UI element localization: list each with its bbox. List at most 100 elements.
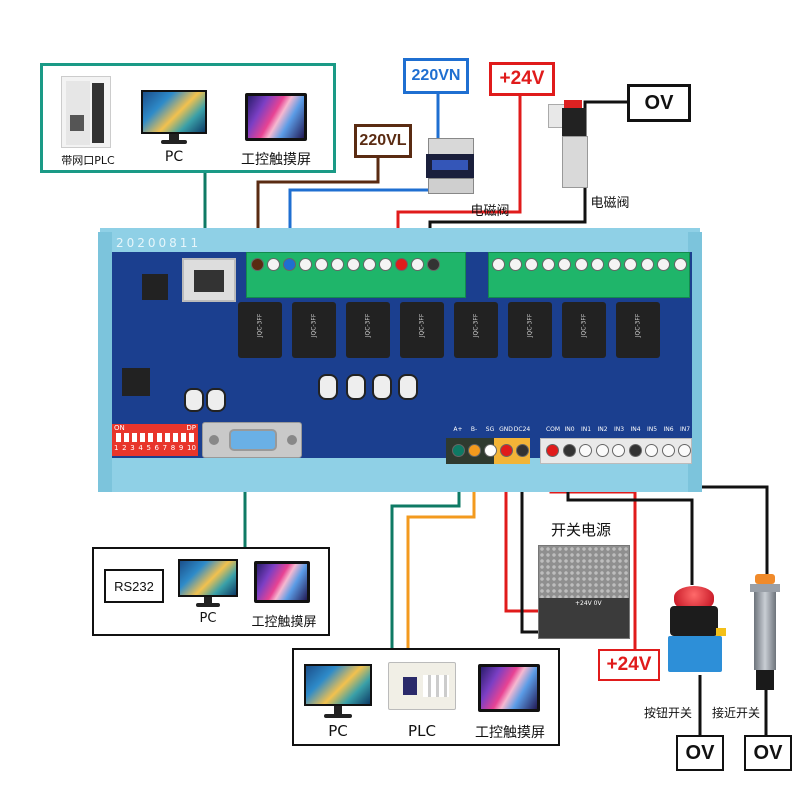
input-terminal-label: IN7 [679,426,691,433]
relay-brand: JQC-3FF [472,313,480,338]
relay-terminal-screw[interactable] [347,258,360,271]
rs485-terminal[interactable] [452,444,465,457]
input-terminal[interactable] [579,444,592,457]
input-terminal-label: IN4 [630,426,641,433]
relay-terminal-screw[interactable] [525,258,538,271]
rs485-terminal-label: SG [485,426,495,433]
tag-ov-proximity: OV [744,735,792,771]
relay-terminal-screw[interactable] [427,258,440,271]
relay-terminal-screw[interactable] [574,258,588,271]
relay-terminal-block-right [488,252,690,298]
relay-brand: JQC-3FF [364,313,372,338]
relay-terminal-screw[interactable] [379,258,392,271]
dip-switch-key[interactable] [172,433,178,442]
input-terminal-label: IN2 [597,426,608,433]
monitor-icon [178,559,238,611]
dip-position-label: 9 [178,444,184,452]
relay-terminal-screw[interactable] [299,258,312,271]
rs485-plc-label: PLC [408,722,436,740]
rs485-touchscreen-label: 工控触摸屏 [475,725,545,741]
ethernet-plc-icon [61,76,111,148]
relay-terminal-screw[interactable] [251,258,264,271]
dip-switch-key[interactable] [116,433,121,442]
relay-terminal-screw[interactable] [591,258,604,271]
ethernet-plc-label: 带网口PLC [61,154,115,167]
dip-switch-key[interactable] [148,433,154,442]
rs485-terminal[interactable] [468,444,481,457]
dip-switch-key[interactable] [188,433,194,442]
dip-position-label: 6 [154,444,160,452]
input-terminal[interactable] [595,444,609,457]
dip-position-label: 3 [130,444,135,452]
relay-terminal-screw[interactable] [411,258,424,271]
relay-terminal-screw[interactable] [624,258,637,271]
rs485-terminal-label: GND [499,426,513,433]
push-button-icon [664,586,726,678]
rs485-terminal-label: A+ [453,426,463,433]
rs485-device-group: PC PLC 工控触摸屏 [292,648,560,746]
input-terminal-label: IN6 [663,426,674,433]
rs485-terminal[interactable] [516,444,529,457]
relay-terminal-screw[interactable] [315,258,328,271]
input-terminal[interactable] [645,444,658,457]
contactor-icon [424,132,478,194]
dip-switch-key[interactable] [140,433,146,442]
solenoid-valve-icon [548,100,592,192]
input-terminal-label: COM [545,426,561,433]
rs232-db9-port[interactable] [202,422,302,458]
relay-terminal-screw[interactable] [267,258,280,271]
proximity-switch-icon [748,574,782,692]
relay-terminal-screw[interactable] [492,258,505,271]
rs485-terminal-label: DC24 [513,426,531,433]
relay-terminal-screw[interactable] [508,258,522,271]
proximity-switch-label: 接近开关 [711,706,760,720]
relay-terminal-screw[interactable] [541,258,555,271]
relay-terminal-screw[interactable] [657,258,670,271]
relay-terminal-screw[interactable] [283,258,296,271]
dip-switch-key[interactable] [164,433,170,442]
plc-icon [388,662,456,710]
push-button-label: 按钮开关 [643,706,692,720]
power-supply-icon: +24V 0V [538,545,630,639]
touchscreen-icon [254,561,310,603]
rs485-terminal[interactable] [484,444,497,457]
relay-terminal-screw[interactable] [673,258,687,271]
relay-terminal-screw[interactable] [331,258,344,271]
rs232-pc-label: PC [199,611,217,626]
relay-terminal-screw[interactable] [363,258,376,271]
relay-brand: JQC-3FF [256,313,264,338]
input-terminal[interactable] [678,444,691,457]
relay: JQC-3FF [562,302,606,358]
relay: JQC-3FF [454,302,498,358]
ethernet-port[interactable] [182,258,236,302]
tag-plus24v-top: +24V [489,62,555,96]
relay-terminal-screw[interactable] [640,258,654,271]
relay-terminal-screw[interactable] [558,258,571,271]
dip-on-label: ON [114,424,125,432]
relay: JQC-3FF [238,302,282,358]
dip-switch-key[interactable] [156,433,162,442]
rs485-terminal[interactable] [500,444,513,457]
wire-220vl [256,158,380,266]
input-terminal[interactable] [562,444,576,457]
input-terminal[interactable] [661,444,675,457]
dip-switch-key[interactable] [132,433,138,442]
relay-terminal-screw[interactable] [395,258,408,271]
input-terminal-label: IN5 [646,426,658,433]
tag-220vl: 220VL [354,124,412,158]
input-terminal[interactable] [612,444,625,457]
input-terminal[interactable] [546,444,559,457]
dip-position-label: 7 [162,444,168,452]
input-terminal[interactable] [628,444,642,457]
relay-terminal-screw[interactable] [607,258,621,271]
dip-position-label: 4 [138,444,143,452]
dip-switch-key[interactable] [124,433,130,442]
relay-brand: JQC-3FF [418,313,426,338]
dip-position-label: 8 [170,444,176,452]
monitor-icon [304,664,372,720]
dip-switch-key[interactable] [180,433,186,442]
touchscreen-label: 工控触摸屏 [241,152,311,168]
dip-position-label: 5 [146,444,151,452]
